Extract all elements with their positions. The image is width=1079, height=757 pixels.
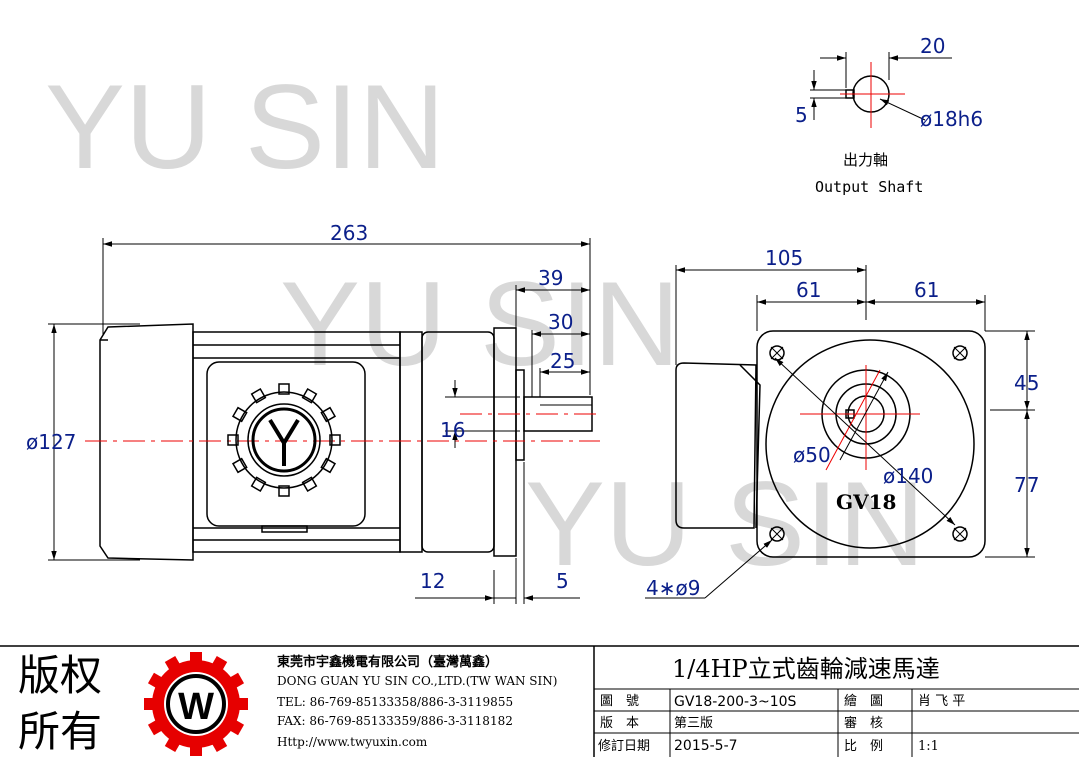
output-shaft-title-cn: 出力軸 — [843, 151, 888, 169]
square-flange — [756, 330, 986, 558]
gear-tooth — [190, 746, 202, 756]
output-shaft-detail — [810, 52, 952, 128]
mounting-holes — [769, 345, 968, 542]
watermark-text: YU SIN — [280, 257, 680, 391]
gear-tooth — [211, 737, 228, 753]
dim-12: 12 — [420, 569, 445, 593]
dim-key-depth: 20 — [920, 34, 945, 58]
gear-tooth — [329, 434, 341, 446]
dim-30: 30 — [548, 310, 573, 334]
gear-tooth — [250, 476, 267, 493]
dim-39: 39 — [538, 266, 563, 290]
dim-ø50: ø50 — [793, 443, 831, 467]
watermark-text: YU SIN — [45, 60, 445, 194]
terminal-box — [675, 362, 757, 529]
gear-tooth — [278, 383, 290, 395]
company-en: DONG GUAN YU SIN CO.,LTD.(TW WAN SIN) — [277, 674, 557, 688]
row-value-drawn: 肖 飞 平 — [918, 694, 965, 709]
title-block — [0, 645, 1079, 757]
dim-61-left: 61 — [796, 278, 821, 302]
motor-rear-cover — [99, 323, 194, 561]
row-label-drawing-no: 圖 號 — [600, 694, 639, 709]
gear-tooth — [144, 698, 154, 710]
dim-shaft-diameter: ø18h6 — [920, 107, 983, 131]
product-title: 1/4HP立式齒輪減速馬達 — [672, 655, 940, 683]
gear-tooth — [278, 485, 290, 497]
gear-tooth — [320, 457, 337, 474]
watermark-text: YU SIN — [525, 457, 925, 591]
row-value-version: 第三版 — [674, 716, 713, 731]
model-mark: GV18 — [836, 490, 896, 514]
dim-5: 5 — [556, 569, 569, 593]
yusin-y-logo — [227, 383, 341, 497]
row-value-scale: 1:1 — [918, 739, 939, 754]
dim-motor-diameter: ø127 — [26, 430, 76, 454]
gear-tooth — [231, 457, 248, 474]
gear-tooth — [164, 737, 181, 753]
flange-pilot-circle — [765, 339, 975, 549]
company-web: Http://www.twyuxin.com — [277, 735, 428, 749]
dim-105: 105 — [765, 246, 803, 270]
gear-tooth — [190, 652, 202, 662]
company-fax: FAX: 86-769-85133359/886-3-3118182 — [277, 714, 513, 728]
row-value-drawing-no: GV18-200-3~10S — [674, 694, 797, 710]
dim-mounting-holes: 4∗ø9 — [646, 576, 700, 600]
gear-tooth — [250, 387, 267, 404]
company-cn: 東莞市宇鑫機電有限公司（臺灣萬鑫） — [277, 654, 498, 670]
logo-letter: W — [178, 686, 214, 728]
dim-25: 25 — [550, 349, 575, 373]
front-view — [645, 265, 1035, 599]
wansin-logo: W — [144, 652, 248, 756]
row-label-scale: 比 例 — [844, 739, 883, 754]
copyright-line2: 所有 — [18, 707, 102, 756]
dim-77: 77 — [1014, 473, 1039, 497]
company-tel: TEL: 86-769-85133358/886-3-3119855 — [277, 695, 513, 709]
row-label-version: 版 本 — [600, 716, 639, 731]
gear-tooth — [147, 672, 163, 689]
row-value-revised: 2015-5-7 — [674, 738, 738, 754]
gear-tooth — [301, 387, 318, 404]
dim-61-right: 61 — [914, 278, 939, 302]
dim-16: 16 — [440, 418, 465, 442]
gear-tooth — [211, 655, 228, 671]
copyright-line1: 版权 — [18, 651, 102, 700]
gear-tooth — [231, 406, 248, 423]
dim-key-width: 5 — [795, 103, 808, 127]
row-label-drawn: 繪 圖 — [844, 693, 883, 709]
dim-ø140: ø140 — [883, 464, 933, 488]
gear-tooth — [229, 672, 245, 689]
row-label-revised: 修訂日期 — [598, 738, 650, 754]
gear-tooth — [320, 406, 337, 423]
dim-total-length: 263 — [330, 221, 368, 245]
dim-45: 45 — [1014, 371, 1039, 395]
gear-tooth — [164, 655, 181, 671]
row-label-review: 審 核 — [844, 716, 883, 731]
gear-tooth — [147, 719, 163, 736]
gear-tooth — [238, 698, 248, 710]
gear-tooth — [229, 719, 245, 736]
gear-tooth — [227, 434, 239, 446]
side-view — [48, 238, 600, 604]
output-shaft-title-en: Output Shaft — [815, 178, 923, 196]
gear-tooth — [301, 476, 318, 493]
